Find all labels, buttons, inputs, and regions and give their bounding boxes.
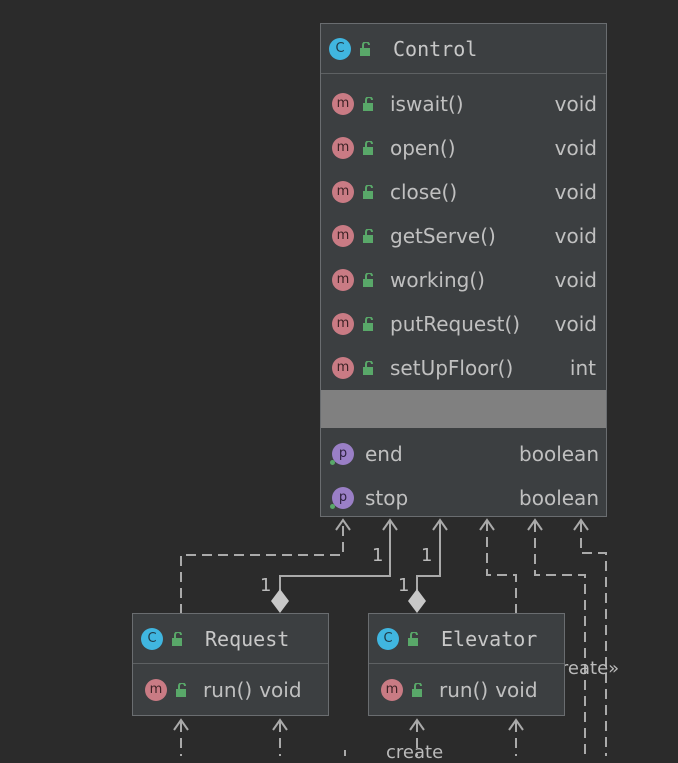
control-class-title: Control <box>393 36 478 61</box>
method-name: run() <box>439 678 489 702</box>
request-class-header: C Request <box>133 614 328 664</box>
method-type: int <box>569 356 596 380</box>
request-dependency-line <box>180 522 344 614</box>
method-name: close() <box>390 180 458 204</box>
method-row[interactable]: m close() void <box>321 170 606 214</box>
property-name: stop <box>365 486 409 510</box>
unlock-icon <box>172 631 182 646</box>
method-type: void <box>259 678 302 702</box>
control-class-box[interactable]: C Control m iswait() void m open() void … <box>320 23 607 517</box>
method-row[interactable]: m run() void <box>133 664 328 716</box>
property-row[interactable]: p end boolean <box>321 432 606 476</box>
request-aggregation-line <box>279 520 391 590</box>
unlock-icon <box>363 361 373 375</box>
create-label-bottom: create <box>386 742 444 763</box>
method-name: iswait() <box>390 92 464 116</box>
create-arrow-2 <box>573 518 589 531</box>
property-name: end <box>365 442 403 466</box>
method-name: working() <box>390 268 485 292</box>
elevator-aggregation-diamond <box>408 589 426 613</box>
create-arrow-1 <box>527 518 543 531</box>
request-in-arrow-1 <box>173 718 189 731</box>
class-icon: C <box>329 37 351 60</box>
elevator-aggregation-arrow <box>432 518 448 531</box>
class-icon: C <box>377 627 399 650</box>
section-separator <box>321 390 606 428</box>
method-icon: m <box>332 269 354 291</box>
request-in-arrow-2 <box>272 718 288 731</box>
method-name: setUpFloor() <box>390 356 514 380</box>
create-line-1 <box>534 522 586 756</box>
method-row[interactable]: m getServe() void <box>321 214 606 258</box>
unlock-icon <box>412 683 422 697</box>
method-type: void <box>495 678 538 702</box>
elevator-class-box[interactable]: C Elevator m run() void <box>368 613 565 716</box>
property-icon: p <box>332 487 354 509</box>
class-icon: C <box>141 627 163 650</box>
method-name: open() <box>390 136 456 160</box>
method-row[interactable]: m putRequest() void <box>321 302 606 346</box>
property-dot-icon <box>330 460 335 465</box>
unlock-icon <box>176 683 186 697</box>
method-type: void <box>554 268 597 292</box>
request-class-box[interactable]: C Request m run() void <box>132 613 329 716</box>
method-name: putRequest() <box>390 312 521 336</box>
elevator-class-header: C Elevator <box>369 614 564 664</box>
unlock-icon <box>408 631 418 646</box>
property-icon: p <box>332 443 354 465</box>
method-type: void <box>554 92 597 116</box>
method-type: void <box>554 136 597 160</box>
elevator-in-arrow-1 <box>409 718 425 731</box>
method-name: run() <box>203 678 253 702</box>
method-icon: m <box>332 93 354 115</box>
method-type: void <box>554 180 597 204</box>
unlock-icon <box>360 41 370 56</box>
method-row[interactable]: m iswait() void <box>321 82 606 126</box>
unlock-icon <box>363 141 373 155</box>
unlock-icon <box>363 317 373 331</box>
method-name: getServe() <box>390 224 496 248</box>
multiplicity-request-control: 1 <box>372 545 384 566</box>
method-row[interactable]: m run() void <box>369 664 564 716</box>
elevator-in-arrow-2 <box>508 718 524 731</box>
multiplicity-elevator: 1 <box>398 575 410 596</box>
request-class-title: Request <box>205 626 290 651</box>
property-type: boolean <box>519 442 599 466</box>
method-row[interactable]: m setUpFloor() int <box>321 346 606 390</box>
method-type: void <box>554 312 597 336</box>
property-dot-icon <box>330 504 335 509</box>
method-icon: m <box>145 679 167 701</box>
elevator-dependency-line <box>486 522 517 614</box>
method-icon: m <box>332 137 354 159</box>
multiplicity-elevator-control: 1 <box>421 545 433 566</box>
method-icon: m <box>332 357 354 379</box>
method-icon: m <box>332 313 354 335</box>
control-class-header: C Control <box>321 24 606 74</box>
request-aggregation-arrow <box>382 518 398 531</box>
elevator-aggregation-line <box>416 520 441 590</box>
request-aggregation-diamond <box>271 589 289 613</box>
request-dependency-arrow <box>335 518 351 531</box>
unlock-icon <box>363 97 373 111</box>
elevator-dependency-arrow <box>479 518 495 531</box>
unlock-icon <box>363 273 373 287</box>
method-row[interactable]: m working() void <box>321 258 606 302</box>
property-row[interactable]: p stop boolean <box>321 476 606 520</box>
multiplicity-request: 1 <box>260 575 272 596</box>
unlock-icon <box>363 229 373 243</box>
method-row[interactable]: m open() void <box>321 126 606 170</box>
unlock-icon <box>363 185 373 199</box>
method-icon: m <box>381 679 403 701</box>
method-icon: m <box>332 225 354 247</box>
elevator-class-title: Elevator <box>441 626 538 651</box>
property-type: boolean <box>519 486 599 510</box>
method-icon: m <box>332 181 354 203</box>
method-type: void <box>554 224 597 248</box>
